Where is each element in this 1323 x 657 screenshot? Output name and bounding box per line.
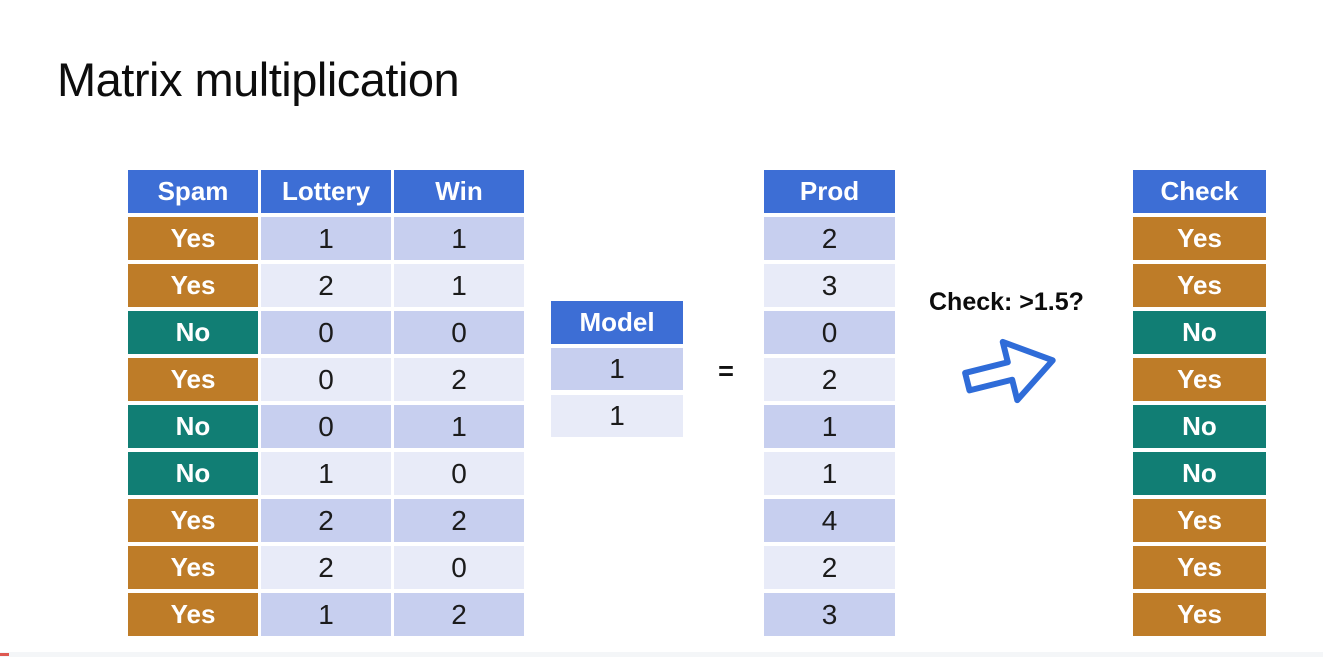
check-table: Check Yes Yes No Yes No No Yes Yes Yes (1133, 170, 1266, 636)
check-cell: Yes (1133, 593, 1266, 636)
spam-cell: Yes (128, 217, 258, 260)
prod-cell: 4 (764, 499, 895, 542)
prod-cell: 2 (764, 217, 895, 260)
check-cell: No (1133, 452, 1266, 495)
win-cell: 0 (394, 452, 524, 495)
check-cell: Yes (1133, 499, 1266, 542)
check-cell: Yes (1133, 546, 1266, 589)
model-table: Model 1 1 (551, 301, 683, 437)
win-cell: 0 (394, 311, 524, 354)
lottery-cell: 0 (261, 405, 391, 448)
prod-cell: 0 (764, 311, 895, 354)
lottery-cell: 1 (261, 593, 391, 636)
prod-cell: 1 (764, 405, 895, 448)
page-title: Matrix multiplication (57, 53, 460, 106)
lottery-cell: 2 (261, 546, 391, 589)
red-progress-marker (0, 653, 9, 656)
lottery-cell: 0 (261, 311, 391, 354)
lottery-cell: 0 (261, 358, 391, 401)
prod-cell: 1 (764, 452, 895, 495)
spam-cell: No (128, 311, 258, 354)
check-cell: No (1133, 405, 1266, 448)
check-cell: Yes (1133, 217, 1266, 260)
prod-cell: 3 (764, 264, 895, 307)
column-header-model: Model (551, 301, 683, 344)
column-header-win: Win (394, 170, 524, 213)
check-cell: Yes (1133, 358, 1266, 401)
prod-cell: 2 (764, 358, 895, 401)
win-cell: 2 (394, 499, 524, 542)
win-cell: 1 (394, 217, 524, 260)
model-cell: 1 (551, 395, 683, 437)
win-cell: 1 (394, 264, 524, 307)
check-threshold-label: Check: >1.5? (929, 288, 1084, 316)
lottery-cell: 1 (261, 217, 391, 260)
bottom-bar (0, 652, 1323, 657)
spam-cell: Yes (128, 358, 258, 401)
spam-cell: Yes (128, 593, 258, 636)
check-cell: Yes (1133, 264, 1266, 307)
spam-cell: Yes (128, 264, 258, 307)
column-header-lottery: Lottery (261, 170, 391, 213)
check-cell: No (1133, 311, 1266, 354)
lottery-cell: 1 (261, 452, 391, 495)
spam-cell: Yes (128, 546, 258, 589)
spam-cell: No (128, 405, 258, 448)
right-arrow-icon (958, 326, 1062, 416)
column-header-spam: Spam (128, 170, 258, 213)
win-cell: 0 (394, 546, 524, 589)
lottery-cell: 2 (261, 264, 391, 307)
win-cell: 2 (394, 593, 524, 636)
spam-cell: No (128, 452, 258, 495)
prod-cell: 3 (764, 593, 895, 636)
column-header-check: Check (1133, 170, 1266, 213)
lottery-cell: 2 (261, 499, 391, 542)
model-cell: 1 (551, 348, 683, 390)
column-header-prod: Prod (764, 170, 895, 213)
win-cell: 2 (394, 358, 524, 401)
features-table: Spam Lottery Win Yes 1 1 Yes 2 1 No 0 0 … (128, 170, 524, 636)
spam-cell: Yes (128, 499, 258, 542)
prod-table: Prod 2 3 0 2 1 1 4 2 3 (764, 170, 895, 636)
prod-cell: 2 (764, 546, 895, 589)
win-cell: 1 (394, 405, 524, 448)
equals-sign: = (718, 355, 734, 386)
